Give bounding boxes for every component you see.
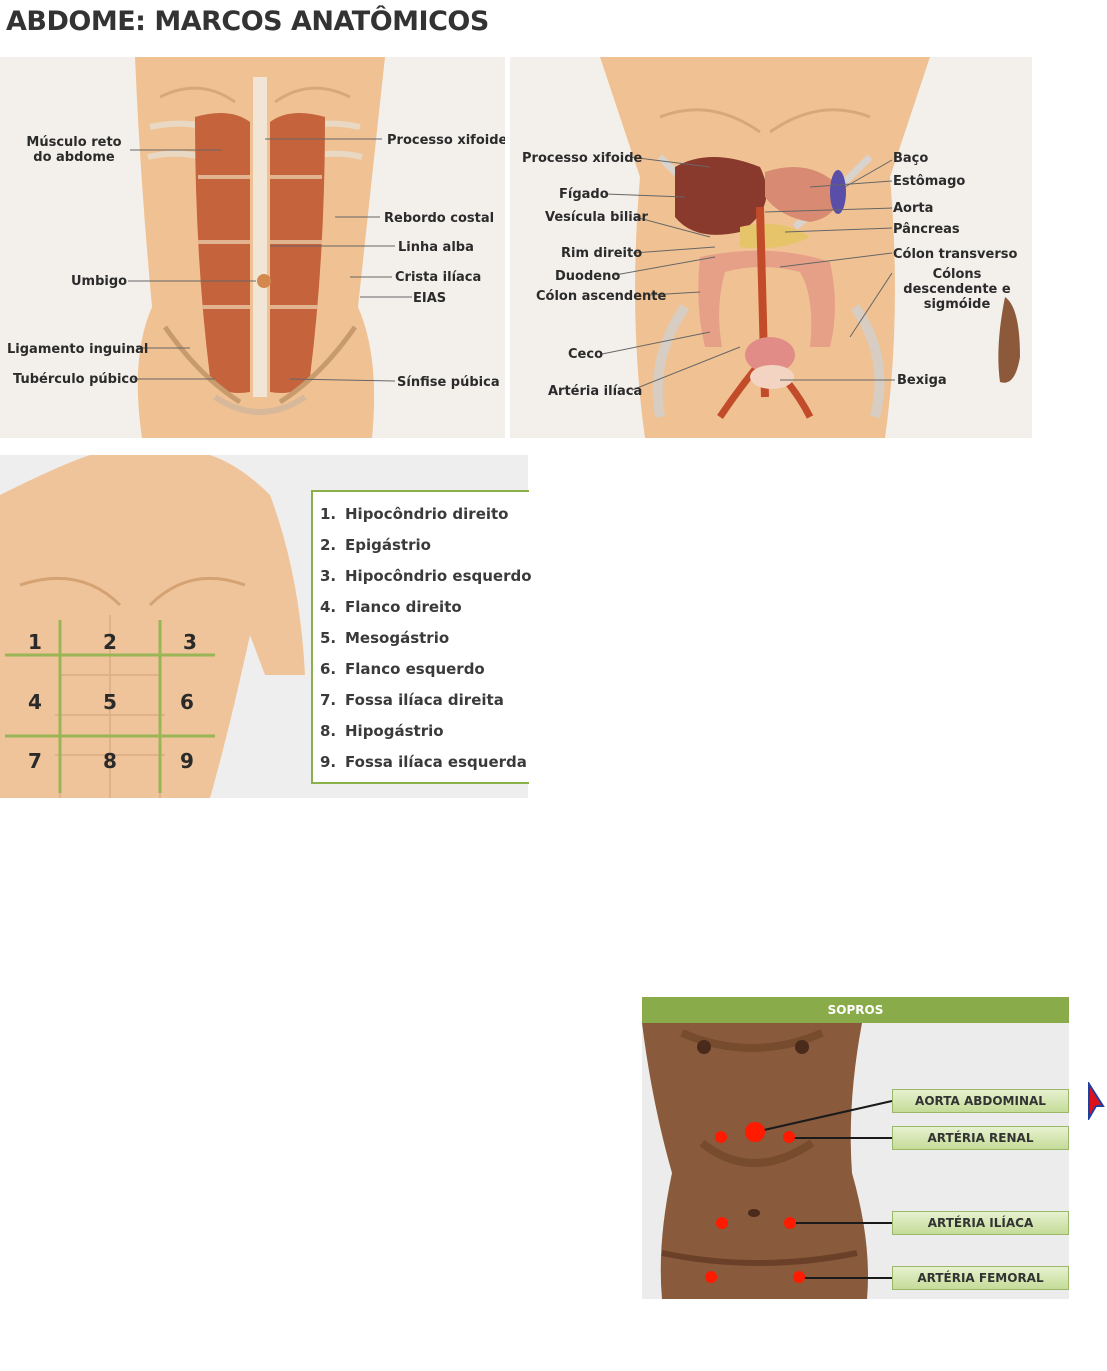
panel-sopros xyxy=(642,1023,1069,1299)
label-sinfise-pubica: Sínfise púbica xyxy=(397,375,500,390)
grid-number-4: 4 xyxy=(28,690,42,714)
label-bexiga: Bexiga xyxy=(897,373,947,388)
panel-abdominal-muscles: Músculo reto do abdome Processo xifoide … xyxy=(0,57,505,438)
auscultation-point-renal-right xyxy=(715,1131,727,1143)
label-aorta: Aorta xyxy=(893,201,934,216)
label-figado: Fígado xyxy=(559,187,609,202)
tag-arteria-femoral: ARTÉRIA FEMORAL xyxy=(892,1266,1069,1290)
auscultation-point-femoral-left xyxy=(793,1271,805,1283)
tag-arteria-renal: ARTÉRIA RENAL xyxy=(892,1126,1069,1150)
sopros-header: SOPROS xyxy=(642,997,1069,1023)
auscultation-point-femoral-right xyxy=(705,1271,717,1283)
region-item-9: 9.Fossa ilíaca esquerda xyxy=(320,753,527,771)
label-duodeno: Duodeno xyxy=(555,269,621,284)
region-item-1: 1.Hipocôndrio direito xyxy=(320,505,509,523)
panel-abdominal-organs: Processo xifoide Fígado Vesícula biliar … xyxy=(510,57,1032,438)
label-estomago: Estômago xyxy=(893,174,966,189)
label-colon-transverso: Cólon transverso xyxy=(893,247,1018,262)
grid-number-9: 9 xyxy=(180,749,194,773)
label-rim-direito: Rim direito xyxy=(561,246,643,261)
label-crista-iliaca: Crista ilíaca xyxy=(395,270,482,285)
label-umbigo: Umbigo xyxy=(71,274,128,289)
grid-number-5: 5 xyxy=(103,690,117,714)
region-item-5: 5.Mesogástrio xyxy=(320,629,450,647)
auscultation-point-renal-left xyxy=(783,1131,795,1143)
auscultation-point-aorta xyxy=(745,1122,765,1142)
label-rebordo-costal: Rebordo costal xyxy=(384,211,495,226)
torso-photo xyxy=(642,1023,893,1299)
label-baco: Baço xyxy=(893,151,929,166)
region-item-7: 7.Fossa ilíaca direita xyxy=(320,691,504,709)
tag-aorta-abdominal: AORTA ABDOMINAL xyxy=(892,1089,1069,1113)
grid-number-2: 2 xyxy=(103,630,117,654)
regions-legend: 1.Hipocôndrio direito 2.Epigástrio 3.Hip… xyxy=(311,490,532,784)
region-item-8: 8.Hipogástrio xyxy=(320,722,444,740)
label-processo-xifoide: Processo xifoide xyxy=(387,133,505,148)
tag-arteria-iliaca: ARTÉRIA ILÍACA xyxy=(892,1211,1069,1235)
auscultation-point-iliac-left xyxy=(784,1217,796,1229)
grid-number-8: 8 xyxy=(103,749,117,773)
grid-number-1: 1 xyxy=(28,630,42,654)
label-pancreas: Pâncreas xyxy=(893,222,960,237)
grid-number-6: 6 xyxy=(180,690,194,714)
label-ceco: Ceco xyxy=(568,347,603,362)
label-ligamento-inguinal: Ligamento inguinal xyxy=(7,342,149,357)
region-item-6: 6.Flanco esquerdo xyxy=(320,660,485,678)
label-colons-descendente: Cólons descendente e sigmóide xyxy=(903,267,1011,312)
page-title: ABDOME: MARCOS ANATÔMICOS xyxy=(6,6,489,37)
organs-illustration xyxy=(600,57,1020,438)
label-vesicula-biliar: Vesícula biliar xyxy=(545,210,648,225)
label-musculo-reto: Músculo reto do abdome xyxy=(26,135,122,165)
region-item-3: 3.Hipocôndrio esquerdo xyxy=(320,567,532,585)
region-item-2: 2.Epigástrio xyxy=(320,536,431,554)
label-linha-alba: Linha alba xyxy=(398,240,474,255)
label-arteria-iliaca: Artéria ilíaca xyxy=(548,384,643,399)
muscles-illustration xyxy=(128,57,412,438)
cursor-arrow-icon xyxy=(1088,1082,1105,1120)
label-processo-xifoide-2: Processo xifoide xyxy=(522,151,643,166)
label-tuberculo-pubico: Tubérculo púbico xyxy=(13,372,139,387)
label-eias: EIAS xyxy=(413,291,447,306)
grid-number-7: 7 xyxy=(28,749,42,773)
auscultation-point-iliac-right xyxy=(716,1217,728,1229)
region-item-4: 4.Flanco direito xyxy=(320,598,462,616)
grid-number-3: 3 xyxy=(183,630,197,654)
label-colon-ascendente: Cólon ascendente xyxy=(536,289,667,304)
